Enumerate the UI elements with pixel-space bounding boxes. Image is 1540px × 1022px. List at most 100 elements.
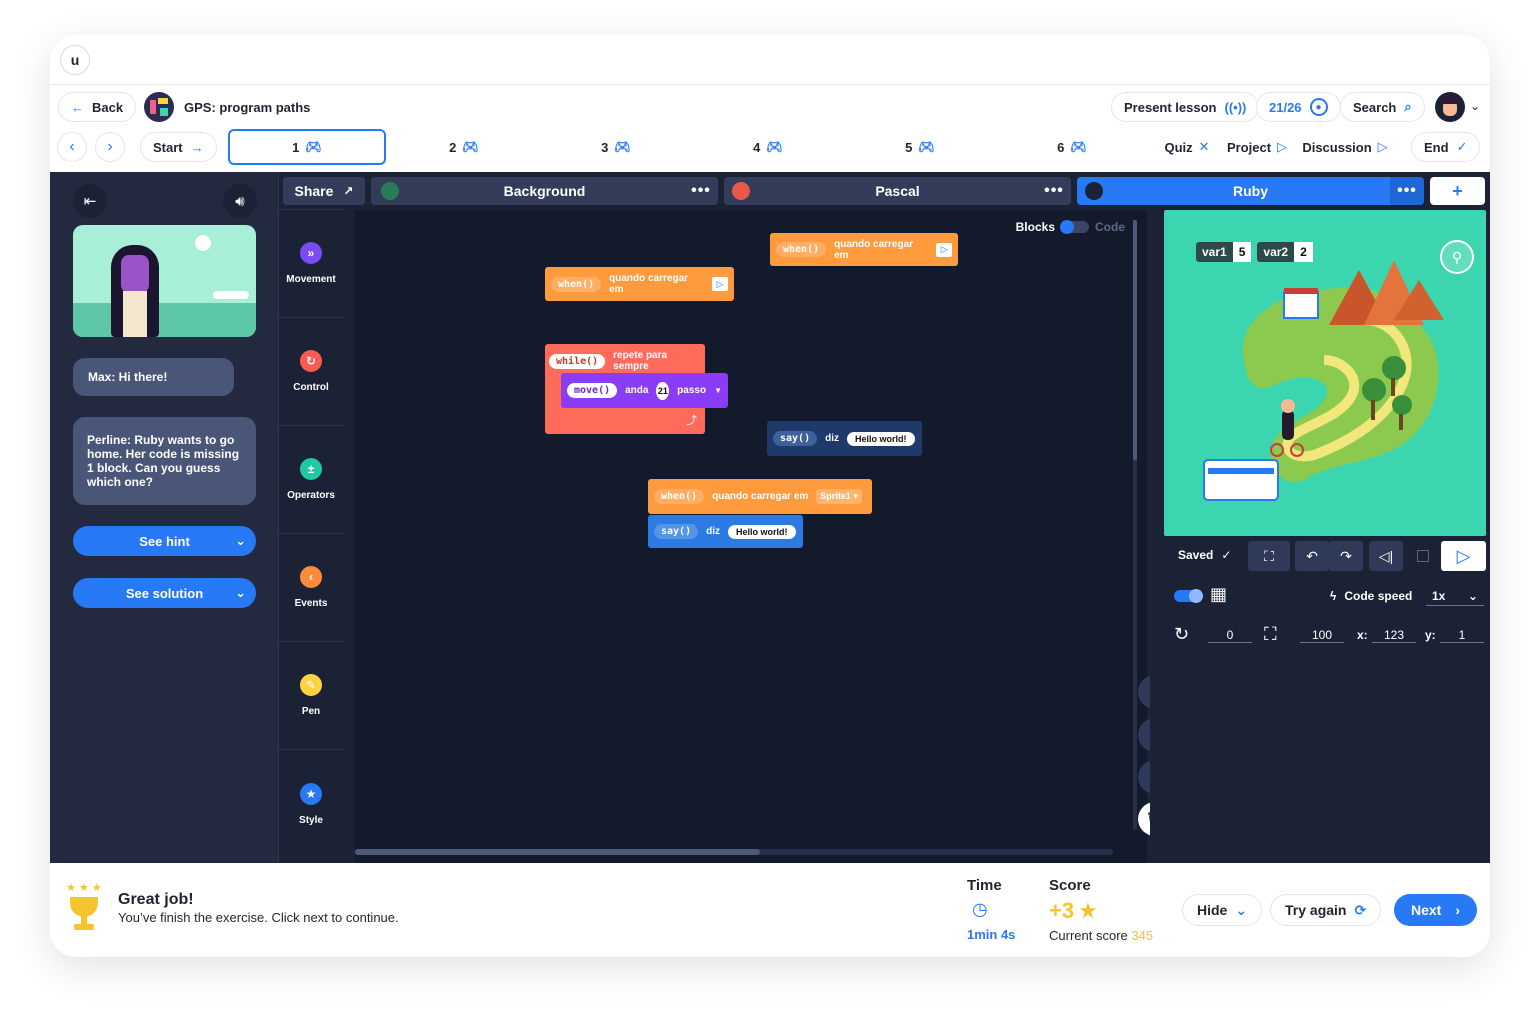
back-button[interactable]: ← Back: [58, 92, 137, 122]
score-value: +3: [1049, 898, 1075, 923]
stop-button[interactable]: [1406, 541, 1440, 571]
y-input[interactable]: 1: [1440, 628, 1484, 643]
when-block[interactable]: when() quando carregar em ▷: [770, 233, 958, 266]
when-block[interactable]: when() quando carregar em ▷: [545, 267, 734, 301]
start-button[interactable]: Start →: [140, 132, 217, 162]
prev-step-button[interactable]: ‹: [57, 132, 87, 162]
hide-label: Hide: [1197, 902, 1228, 918]
bicycle-icon[interactable]: ⚲: [1440, 240, 1474, 274]
next-button[interactable]: Next ›: [1394, 894, 1477, 926]
block-text: diz: [825, 433, 839, 444]
undo-button[interactable]: ↶: [1295, 541, 1329, 571]
rotation-input[interactable]: 0: [1208, 628, 1252, 643]
category-style[interactable]: ★ Style: [279, 750, 343, 858]
horizontal-scrollbar[interactable]: [355, 849, 1113, 855]
toggle-switch[interactable]: [1060, 220, 1089, 234]
check-icon: ✓: [1221, 548, 1232, 562]
stage-canvas[interactable]: var1 5 var2 2 ⚲: [1164, 210, 1486, 536]
project-label: Project: [1226, 139, 1272, 155]
present-lesson-button[interactable]: Present lesson ((•)): [1111, 92, 1260, 122]
discussion-label: Discussion: [1302, 139, 1372, 155]
say-value-input[interactable]: Hello world!: [728, 524, 796, 539]
play-icon: ▷: [936, 242, 952, 257]
step-unit-dropdown[interactable]: passo: [677, 385, 707, 396]
current-score-value: 345: [1131, 928, 1154, 943]
category-events[interactable]: ‹ Events: [279, 534, 343, 642]
tab-ruby[interactable]: Ruby •••: [1077, 177, 1424, 205]
result-footer: ★ ★ ★ Great job! You’ve finish the exerc…: [50, 863, 1490, 957]
user-circle-icon: ●: [1309, 98, 1328, 116]
trophy-icon: ★ ★ ★: [64, 881, 104, 933]
discussion-tab[interactable]: Discussion ▷: [1300, 129, 1390, 165]
move-steps-value[interactable]: 21: [656, 381, 670, 400]
tab-background[interactable]: Background •••: [371, 177, 718, 205]
move-block[interactable]: move() anda 21 passo ▼: [561, 373, 728, 408]
step-tab-2[interactable]: 2 🎮︎: [390, 129, 538, 165]
step-tab-3[interactable]: 3 🎮︎: [542, 129, 690, 165]
play-icon: ▷: [712, 277, 728, 291]
category-operators[interactable]: ± Operators: [279, 426, 343, 534]
tab-pascal[interactable]: Pascal •••: [724, 177, 1071, 205]
step-tab-6[interactable]: 6 🎮︎: [998, 129, 1146, 165]
header: ← Back GPS: program paths Present lesson…: [50, 85, 1490, 129]
quiz-tab[interactable]: Quiz ✕: [1155, 129, 1219, 165]
more-icon[interactable]: •••: [1390, 177, 1424, 205]
main-area: ⇤ 🔊︎ Max: Hi there! Perline: Ruby wants …: [50, 172, 1490, 863]
exit-icon[interactable]: ⇤: [73, 184, 107, 218]
see-hint-button[interactable]: See hint ⌄: [73, 526, 256, 556]
category-pen[interactable]: ✎ Pen: [279, 642, 343, 750]
project-tab[interactable]: Project ▷: [1222, 129, 1292, 165]
speed-select[interactable]: 1x ⌄: [1426, 586, 1484, 606]
grid-toggle[interactable]: [1174, 589, 1203, 603]
code-workspace[interactable]: Blocks Code when() quando carregar em ▷: [355, 210, 1172, 863]
progress-badge[interactable]: 21/26 ●: [1256, 92, 1341, 122]
logo-bar: u: [50, 35, 1490, 85]
pen-icon: ✎: [300, 674, 322, 696]
redo-button[interactable]: ↷: [1329, 541, 1363, 571]
see-solution-button[interactable]: See solution ⌄: [73, 578, 256, 608]
step-tab-4[interactable]: 4 🎮︎: [694, 129, 842, 165]
fullscreen-button[interactable]: ⛶: [1248, 541, 1290, 571]
share-button[interactable]: Share ↗: [283, 177, 365, 205]
category-movement[interactable]: » Movement: [279, 210, 343, 318]
try-again-button[interactable]: Try again ⟳: [1270, 894, 1382, 926]
fullscreen-icon: ⛶: [1264, 547, 1274, 564]
say-block[interactable]: say() diz Hello world!: [648, 515, 803, 548]
chat-bubble-max: Max: Hi there!: [73, 358, 234, 396]
search-button[interactable]: Search ⌕: [1340, 92, 1425, 122]
vertical-scrollbar[interactable]: [1133, 220, 1137, 830]
step-tab-1[interactable]: 1 🎮︎: [228, 129, 386, 165]
say-value-input[interactable]: Hello world!: [847, 431, 915, 446]
blocks-code-toggle[interactable]: Blocks Code: [1016, 220, 1125, 234]
step-debug-button[interactable]: ◁|: [1369, 541, 1403, 571]
end-button[interactable]: End ✓: [1411, 132, 1481, 162]
speaker-icon[interactable]: 🔊︎: [223, 184, 257, 218]
y-label: y:: [1425, 628, 1436, 642]
step-number: 6: [1057, 139, 1065, 155]
block-tag: when(): [654, 489, 705, 504]
refresh-icon: ⟳: [1354, 901, 1367, 918]
size-input[interactable]: 100: [1300, 628, 1344, 643]
category-label: Events: [294, 598, 328, 609]
say-block[interactable]: say() diz Hello world!: [767, 421, 922, 456]
logo[interactable]: u: [60, 45, 90, 75]
next-step-button[interactable]: ›: [95, 132, 125, 162]
step-tab-5[interactable]: 5 🎮︎: [846, 129, 994, 165]
add-sprite-button[interactable]: +: [1430, 177, 1485, 205]
when-sprite-block[interactable]: when() quando carregar em Sprite1 ▾: [648, 479, 872, 514]
category-control[interactable]: ↻ Control: [279, 318, 343, 426]
more-icon[interactable]: •••: [1044, 182, 1064, 199]
chevron-down-icon[interactable]: ⌄: [1470, 99, 1481, 113]
time-label: Time: [967, 877, 1002, 894]
hide-button[interactable]: Hide ⌄: [1182, 894, 1263, 926]
run-button[interactable]: ▷: [1441, 541, 1486, 571]
sprite-dropdown[interactable]: Sprite1 ▾: [816, 489, 862, 504]
x-input[interactable]: 123: [1372, 628, 1416, 643]
category-label: Control: [293, 382, 329, 393]
pascal-avatar: [732, 182, 750, 200]
code-label: Code: [1095, 220, 1125, 234]
var-value: 5: [1232, 242, 1252, 262]
current-score: Current score 345: [1049, 928, 1153, 943]
avatar[interactable]: [1435, 92, 1465, 122]
more-icon[interactable]: •••: [691, 182, 711, 199]
